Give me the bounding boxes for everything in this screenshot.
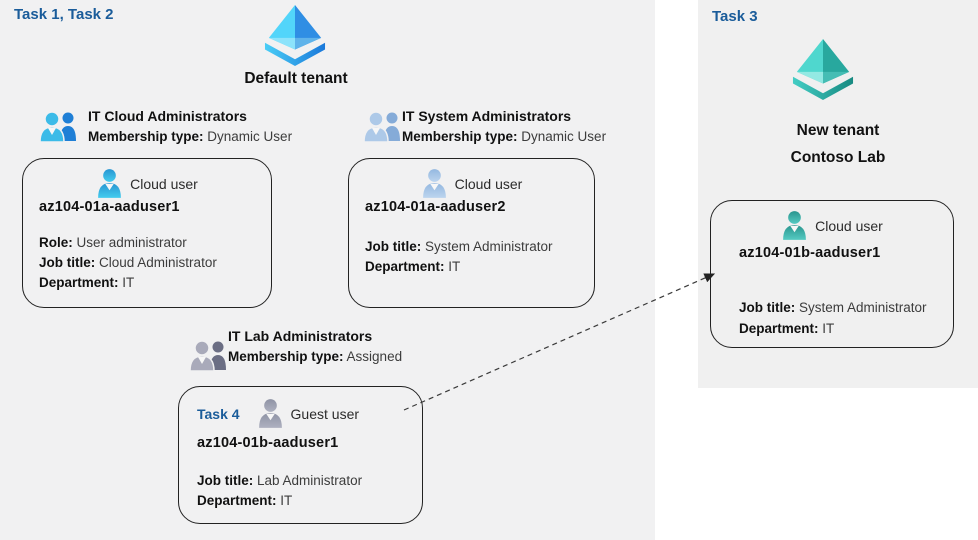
membership-type-label: Membership type: [228,349,344,364]
user-name: az104-01b-aaduser1 [197,435,339,451]
user-type-label: Cloud user [130,175,198,192]
field-row: Department: IT [365,257,553,277]
group-it-cloud-administrators: IT Cloud Administrators Membership type:… [88,108,292,144]
field-label: Job title: [39,255,96,270]
person-cyan-icon [96,167,123,200]
user-fields: Job title: System Administrator Departme… [739,297,927,339]
field-value: IT [122,275,135,290]
field-label: Job title: [739,300,796,315]
field-row: Job title: System Administrator [739,297,927,318]
group-membership: Membership type: Assigned [228,349,402,364]
field-row: Role: User administrator [39,233,217,253]
field-label: Job title: [365,239,422,254]
field-value: IT [448,259,461,274]
group-membership: Membership type: Dynamic User [88,129,292,144]
new-tenant-title-line2: Contoso Lab [790,149,886,166]
field-row: Department: IT [197,491,362,511]
field-label: Role: [39,235,73,250]
two-users-cyan-icon [38,109,80,143]
user-fields: Job title: Lab Administrator Department:… [197,471,362,511]
field-value: Cloud Administrator [99,255,217,270]
azure-ad-pyramid-teal-icon [792,38,854,100]
field-label: Job title: [197,473,254,488]
group-title: IT Lab Administrators [228,328,373,344]
user-fields: Role: User administrator Job title: Clou… [39,233,217,293]
default-tenant-region [0,0,655,540]
task-3-label: Task 3 [712,8,758,25]
membership-type-label: Membership type: [88,129,204,144]
new-tenant-title-line1: New tenant [796,122,880,139]
two-users-paleblue-icon [362,109,404,143]
field-row: Job title: Cloud Administrator [39,253,217,273]
user-type-label: Cloud user [454,175,523,192]
field-value: User administrator [76,235,187,250]
membership-type-value: Dynamic User [207,129,293,144]
field-row: Job title: Lab Administrator [197,471,362,491]
group-it-lab-administrators: IT Lab Administrators Membership type: A… [228,328,402,364]
membership-type-value: Dynamic User [521,129,607,144]
field-label: Department: [197,493,277,508]
default-tenant-title: Default tenant [244,70,348,87]
user-card-az104-01b-aaduser1-new-tenant: Cloud user az104-01b-aaduser1 Job title:… [710,200,954,348]
card-header: Cloud user [711,201,953,242]
field-row: Department: IT [39,273,217,293]
card-header: Cloud user [23,159,271,200]
membership-type-label: Membership type: [402,129,518,144]
field-row: Department: IT [739,318,927,339]
field-label: Department: [739,321,819,336]
user-type-label: Cloud user [815,217,883,234]
membership-type-value: Assigned [346,349,403,364]
user-name: az104-01a-aaduser1 [39,199,180,215]
azure-ad-pyramid-blue-icon [264,4,326,66]
task-1-2-label: Task 1, Task 2 [14,6,114,23]
user-type-label: Guest user [290,405,360,422]
user-fields: Job title: System Administrator Departme… [365,237,553,277]
field-value: System Administrator [799,300,927,315]
guest-user-card-az104-01b-aaduser1: Task 4 Guest user az104-01b-aaduser1 Job… [178,386,423,524]
field-label: Department: [39,275,119,290]
person-teal-icon [781,209,808,242]
user-card-az104-01a-aaduser2: Cloud user az104-01a-aaduser2 Job title:… [348,158,595,308]
field-value: IT [280,493,293,508]
user-name: az104-01b-aaduser1 [739,245,881,261]
person-paleblue-icon [421,167,448,200]
user-name: az104-01a-aaduser2 [365,199,506,215]
user-card-az104-01a-aaduser1: Cloud user az104-01a-aaduser1 Role: User… [22,158,272,308]
group-title: IT Cloud Administrators [88,108,247,124]
two-users-gray-icon [188,338,230,372]
field-value: Lab Administrator [257,473,363,488]
group-it-system-administrators: IT System Administrators Membership type… [402,108,606,144]
group-membership: Membership type: Dynamic User [402,129,606,144]
card-header: Cloud user [349,159,594,200]
field-value: IT [822,321,835,336]
task-4-label: Task 4 [197,405,240,422]
field-row: Job title: System Administrator [365,237,553,257]
field-value: System Administrator [425,239,553,254]
field-label: Department: [365,259,445,274]
person-gray-icon [257,397,284,430]
group-title: IT System Administrators [402,108,572,124]
card-header: Task 4 Guest user [179,387,422,430]
